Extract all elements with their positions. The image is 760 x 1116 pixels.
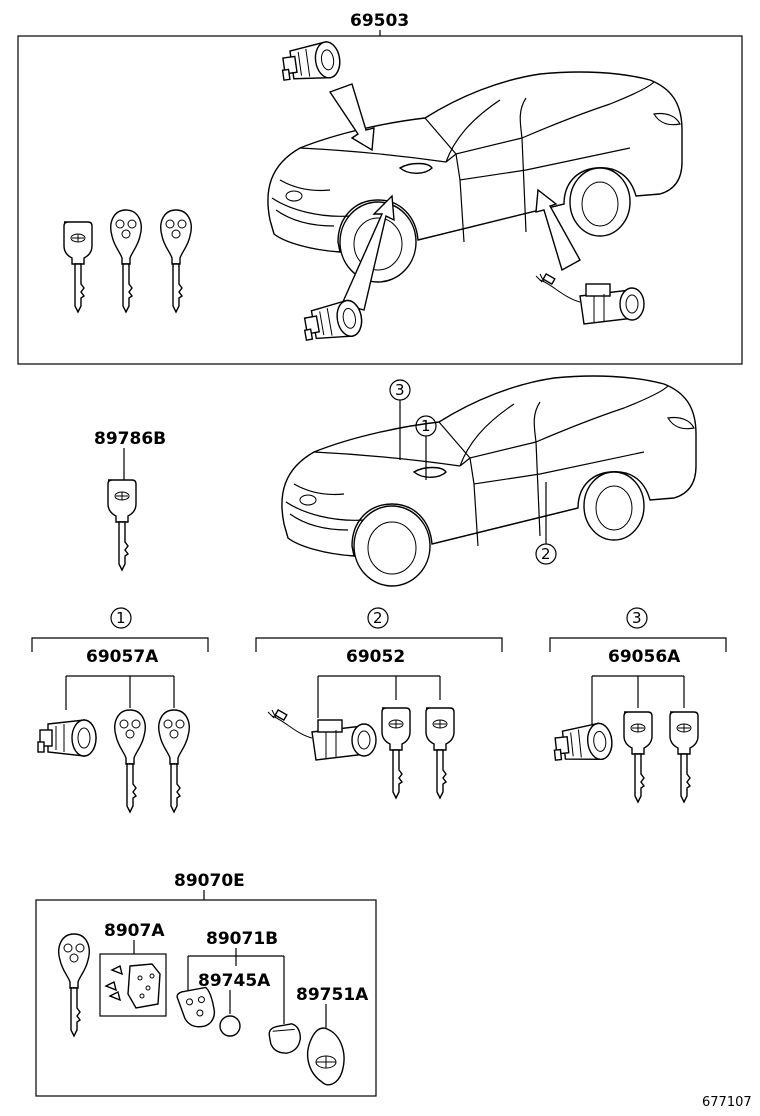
remote-assy-frame (35, 899, 377, 1097)
remote-case-top[interactable] (176, 983, 220, 1032)
assy-69503-group: 69503 (17, 11, 743, 365)
set-69056A-group: 3 69056A (549, 607, 727, 803)
reference-number: 677107 (702, 1095, 752, 1110)
key-remote-set-1a[interactable] (114, 709, 146, 813)
battery[interactable] (219, 1015, 241, 1037)
assy-69503-frame (17, 35, 743, 365)
label-89751A[interactable]: 89751A (296, 985, 369, 1005)
key-plain-set-3a[interactable] (623, 711, 653, 803)
label-8907A[interactable]: 8907A (104, 921, 165, 941)
key-plain-set-2a[interactable] (381, 707, 411, 799)
set-69057A-group: 1 69057A (31, 607, 209, 813)
arrow-1 (328, 83, 375, 152)
key-blank[interactable] (107, 479, 137, 571)
key-remote-top-1[interactable] (110, 209, 142, 313)
callout-1-set: 1 (116, 609, 126, 627)
label-69503[interactable]: 69503 (350, 11, 409, 31)
door-lock-top[interactable] (535, 273, 645, 325)
callout-1-car: 1 (421, 417, 431, 435)
remote-case-bottom[interactable] (268, 1023, 303, 1056)
key-remote-assy[interactable] (58, 933, 90, 1037)
key-blank-group: 89786B (94, 429, 166, 571)
remote-cover[interactable] (306, 1027, 345, 1086)
cylinder-set-1[interactable] (37, 719, 97, 757)
door-lock-set-2[interactable] (267, 709, 377, 761)
arrow-2 (341, 194, 395, 311)
key-remote-set-1b[interactable] (158, 709, 190, 813)
key-remote-top-2[interactable] (160, 209, 192, 313)
label-89745A[interactable]: 89745A (198, 971, 271, 991)
label-69052[interactable]: 69052 (346, 647, 405, 667)
callout-3-set: 3 (632, 609, 642, 627)
label-89071B[interactable]: 89071B (206, 929, 278, 949)
key-plain-top[interactable] (63, 221, 93, 313)
remote-board[interactable] (104, 963, 161, 1009)
callout-2-set: 2 (373, 609, 383, 627)
set-69052-group: 2 69052 (255, 607, 503, 799)
key-plain-set-2b[interactable] (425, 707, 455, 799)
key-plain-set-3b[interactable] (669, 711, 699, 803)
car-illustration-middle-group: 3 1 2 (281, 375, 697, 587)
remote-board-box (99, 953, 167, 1017)
arrow-3 (535, 188, 581, 272)
label-89070E[interactable]: 89070E (174, 871, 245, 891)
car-illustration-middle (281, 375, 697, 587)
callout-3-car: 3 (395, 381, 405, 399)
label-69056A[interactable]: 69056A (608, 647, 681, 667)
label-69057A[interactable]: 69057A (86, 647, 159, 667)
remote-assy-group: 89070E 8907A 89071B 89745A 89751A (35, 871, 377, 1097)
car-illustration-top (267, 71, 683, 283)
cylinder-set-3[interactable] (551, 721, 615, 765)
ignition-cylinder-top[interactable] (300, 297, 365, 345)
callout-2-car: 2 (541, 545, 551, 563)
label-89786B[interactable]: 89786B (94, 429, 166, 449)
trunk-cylinder-top[interactable] (278, 39, 343, 85)
